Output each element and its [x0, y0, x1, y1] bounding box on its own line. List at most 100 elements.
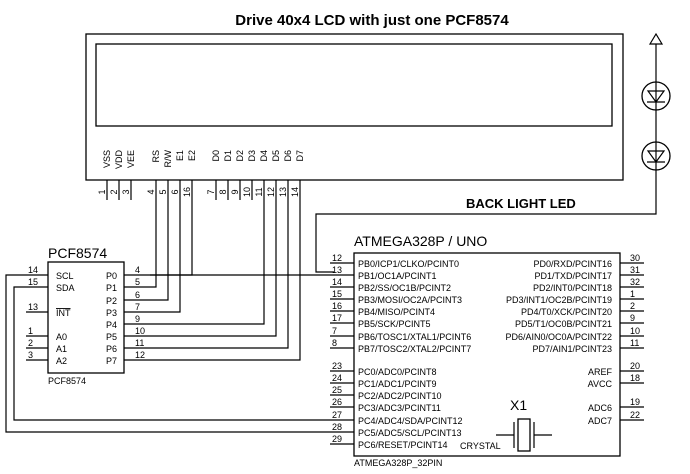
pcf-footer: PCF8574 — [48, 376, 86, 386]
mcu-pin-name: PB3/MOSI/OC2A/PCINT3 — [358, 295, 462, 305]
mcu-pin-number: 7 — [332, 326, 337, 336]
lcd-display-area — [95, 43, 613, 127]
mcu-pin-name: PC6/RESET/PCINT14 — [358, 440, 448, 450]
pcf-pin-p0: P04 — [106, 265, 150, 281]
mcu-pin-name: PC2/ADC2/PCINT10 — [358, 391, 442, 401]
mcu-pin-name: PD4/T0/XCK/PCINT20 — [521, 307, 612, 317]
mcu-pin-number: 28 — [332, 422, 342, 432]
wire — [13, 286, 330, 421]
lcd-pin-name: D6 — [283, 150, 293, 162]
lcd-pin-number: 2 — [109, 189, 119, 194]
lcd-pin-name: VDD — [114, 150, 124, 170]
mcu-pin-name: ADC6 — [588, 403, 612, 413]
pcf-pin-name: A0 — [56, 332, 67, 342]
mcu-pin-name: PC5/ADC5/SCL/PCINT13 — [358, 428, 462, 438]
mcu-pin-number: 27 — [332, 410, 342, 420]
pcf-pin-p4: P4 9 — [106, 314, 150, 330]
pcf-pin-number: 7 — [135, 302, 140, 312]
pcf8574-chip: PCF8574 PCF8574 14SCL15SDA13INT1A02A13A2… — [26, 245, 150, 386]
lcd-pin-number: 13 — [278, 187, 288, 197]
lcd-pin-name: D5 — [271, 150, 281, 162]
pcf-pin-number: 10 — [135, 326, 145, 336]
mcu-pin-name: AVCC — [588, 379, 613, 389]
mcu-pin-number: 19 — [630, 397, 640, 407]
lcd-pin-number: 4 — [146, 189, 156, 194]
pcf-pin-number: 2 — [28, 338, 33, 348]
lcd-pin-name: D4 — [259, 150, 269, 162]
lcd-pin-number: 3 — [121, 189, 131, 194]
mcu-pin-name: PB4/MISO/PCINT4 — [358, 307, 435, 317]
pcf-pin-name: A2 — [56, 356, 67, 366]
lcd-pin-name: D0 — [211, 150, 221, 162]
mcu-pin-number: 29 — [332, 434, 342, 444]
pcf-pin-number: 12 — [135, 350, 145, 360]
lcd-pin-number: 12 — [266, 187, 276, 197]
pcf-pin-name: P6 — [106, 344, 117, 354]
pcf-pin-name: P1 — [106, 283, 117, 293]
mcu-pin-number: 22 — [630, 410, 640, 420]
lcd-module: VSS1VDD2VEE3RS4R/W5E16E216D07D18D29D310D… — [85, 33, 624, 200]
crystal-ref: X1 — [510, 397, 527, 413]
pcf-pin-name: P4 — [106, 320, 117, 330]
wire — [150, 200, 289, 349]
lcd-pin-name: VSS — [102, 150, 112, 168]
lcd-pin-d6: D6 13 — [278, 150, 293, 200]
pcf-pin-number: 11 — [135, 338, 144, 348]
mcu-title: ATMEGA328P / UNO — [354, 233, 487, 249]
mcu-pin-group: 12PB0/ICP1/CLKO/PCINT013PB1/OC1A/PCINT11… — [330, 253, 644, 450]
pcf-pin-name: P2 — [106, 296, 117, 306]
pcf-pin-a0: 1A0 — [26, 326, 67, 342]
wire — [150, 200, 301, 361]
mcu-pin-name: PB0/ICP1/CLKO/PCINT0 — [358, 259, 459, 269]
lcd-pin-name: RS — [151, 150, 161, 163]
mcu-pin-number: 12 — [332, 253, 342, 263]
pcf-pin-p3: P37 — [106, 302, 150, 318]
wire — [150, 200, 265, 325]
pcf-pin-a1: 2A1 — [26, 338, 67, 354]
lcd-pin-number: 1 — [97, 189, 107, 194]
mcu-pin-number: 13 — [332, 265, 342, 275]
wire — [150, 200, 277, 337]
mcu-pin-name: PC0/ADC0/PCINT8 — [358, 367, 437, 377]
crystal-body — [517, 418, 531, 452]
lcd-pin-d1: D18 — [218, 150, 233, 200]
mcu-pin-name: PD3/INT1/OC2B/PCINT19 — [506, 295, 612, 305]
mcu-pin-name: PD2/INT0/PCINT18 — [533, 283, 612, 293]
diagram-title: Drive 40x4 LCD with just one PCF8574 — [235, 12, 509, 29]
mcu-pin-number: 16 — [332, 301, 342, 311]
lcd-pin-name: D3 — [247, 150, 257, 162]
backlight-led-chain: BACK LIGHT LED — [315, 32, 671, 273]
lcd-pin-d0: D07 — [206, 150, 221, 200]
mcu-pin-name: PD1/TXD/PCINT17 — [534, 271, 612, 281]
lcd-pin-number: 8 — [218, 189, 228, 194]
pcf-pin-name: P7 — [106, 356, 117, 366]
pcf-pin-number: 14 — [28, 265, 38, 275]
mcu-pin-name: PC3/ADC3/PCINT11 — [358, 403, 441, 413]
lcd-pin-e1: E16 — [170, 150, 185, 200]
lcd-pin-d2: D29 — [230, 150, 245, 200]
wire — [150, 200, 181, 313]
lcd-pin-name: E1 — [175, 150, 185, 161]
pcf-pin-number: 9 — [135, 314, 140, 324]
